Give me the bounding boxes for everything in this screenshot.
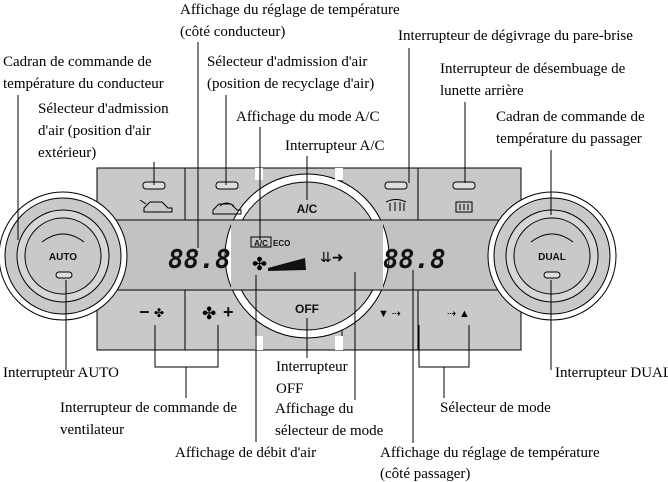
windshield-defrost-icon (385, 199, 407, 211)
fan-icon: ✤ (252, 254, 267, 274)
label-ac-mode-display: Affichage du mode A/C (236, 109, 379, 125)
passenger-temp-dial[interactable]: DUAL (487, 191, 617, 321)
label-off-switch: Interrupteur (276, 359, 348, 375)
label-fresh-air-2: d'air (position d'air (38, 123, 151, 139)
control-panel (96, 167, 522, 351)
label-mode-selector: Sélecteur de mode (440, 400, 551, 416)
label-passenger-temp-display: Affichage du réglage de température (380, 445, 600, 461)
label-rear-defogger-2: lunette arrière (440, 83, 524, 99)
label-off-switch-2: OFF (276, 381, 304, 397)
eco-indicator: ECO (273, 239, 290, 248)
fan-down-button[interactable]: − ✤ (139, 302, 164, 322)
fan-small-icon: ✤ (154, 306, 164, 320)
rear-defogger-button[interactable] (452, 181, 476, 213)
driver-temp-display: 88.8 (168, 245, 231, 275)
label-recirc: Sélecteur d'admission d'air (207, 54, 367, 70)
dual-button[interactable]: DUAL (538, 252, 566, 263)
airflow-bar-graph (268, 258, 306, 271)
mode-up-button[interactable]: ⇢ ▲ (447, 308, 470, 320)
label-passenger-dial-2: température du passager (496, 131, 642, 147)
label-auto-switch: Interrupteur AUTO (3, 365, 119, 381)
display-area: 88.8 A/C ECO ✤ ⇊➜ 88.8 (168, 236, 446, 275)
label-dual-switch: Interrupteur DUAL (555, 365, 668, 381)
rear-defogger-icon (455, 201, 473, 213)
label-mode-display-2: sélecteur de mode (275, 423, 384, 439)
windshield-defrost-button[interactable] (384, 181, 408, 211)
rotate-arrows-icon (530, 233, 574, 243)
label-fresh-air-3: extérieur) (38, 145, 96, 161)
label-recirc-2: (position de recyclage d'air) (207, 76, 374, 92)
fan-large-icon: ✤ (202, 304, 216, 323)
mode-down-button[interactable]: ▼ ⇢ (378, 308, 401, 320)
label-driver-temp-display-2: (côté conducteur) (180, 24, 285, 40)
label-defroster: Interrupteur de dégivrage du pare-brise (398, 28, 633, 44)
label-fresh-air: Sélecteur d'admission (38, 101, 169, 117)
passenger-temp-display: 88.8 (383, 245, 446, 275)
ac-button[interactable]: A/C (297, 202, 318, 216)
auto-indicator (55, 271, 73, 279)
fan-minus: − (139, 302, 150, 322)
rotate-arrows-icon (41, 233, 85, 243)
label-driver-dial-2: température du conducteur (3, 76, 164, 92)
off-button[interactable]: OFF (295, 302, 319, 316)
mode-up-icon: ⇢ ▲ (447, 308, 470, 320)
label-driver-dial: Cadran de commande de (3, 54, 152, 70)
label-passenger-dial: Cadran de commande de (496, 109, 645, 125)
label-fan-switch: Interrupteur de commande de (60, 400, 237, 416)
label-rear-defogger: Interrupteur de désembuage de (440, 61, 626, 77)
driver-temp-dial[interactable]: AUTO (0, 191, 128, 321)
recirc-air-button[interactable] (212, 181, 242, 215)
fresh-air-car-icon (139, 199, 173, 213)
ac-button-label: A/C (297, 202, 318, 216)
fan-up-button[interactable]: ✤ + (202, 302, 234, 323)
mode-down-icon: ▼ ⇢ (378, 308, 401, 320)
recirc-car-icon (212, 202, 242, 215)
callout-labels: Affichage du réglage de température (côt… (3, 2, 668, 482)
label-ac-switch: Interrupteur A/C (285, 138, 385, 154)
auto-button[interactable]: AUTO (49, 252, 77, 263)
ac-mode-indicator: A/C (254, 239, 268, 248)
dual-indicator (543, 271, 561, 279)
label-fan-switch-2: ventilateur (60, 422, 124, 438)
label-mode-display: Affichage du (275, 401, 354, 417)
label-airflow-display: Affichage de débit d'air (175, 445, 316, 461)
label-driver-temp-display: Affichage du réglage de température (180, 2, 400, 18)
fan-plus: + (223, 302, 234, 322)
label-passenger-temp-display-2: (côté passager) (380, 466, 470, 482)
fresh-air-button[interactable] (139, 181, 173, 213)
off-button-label: OFF (295, 302, 319, 316)
leader-lines (17, 42, 552, 443)
mode-display-icon: ⇊➜ (320, 251, 343, 266)
